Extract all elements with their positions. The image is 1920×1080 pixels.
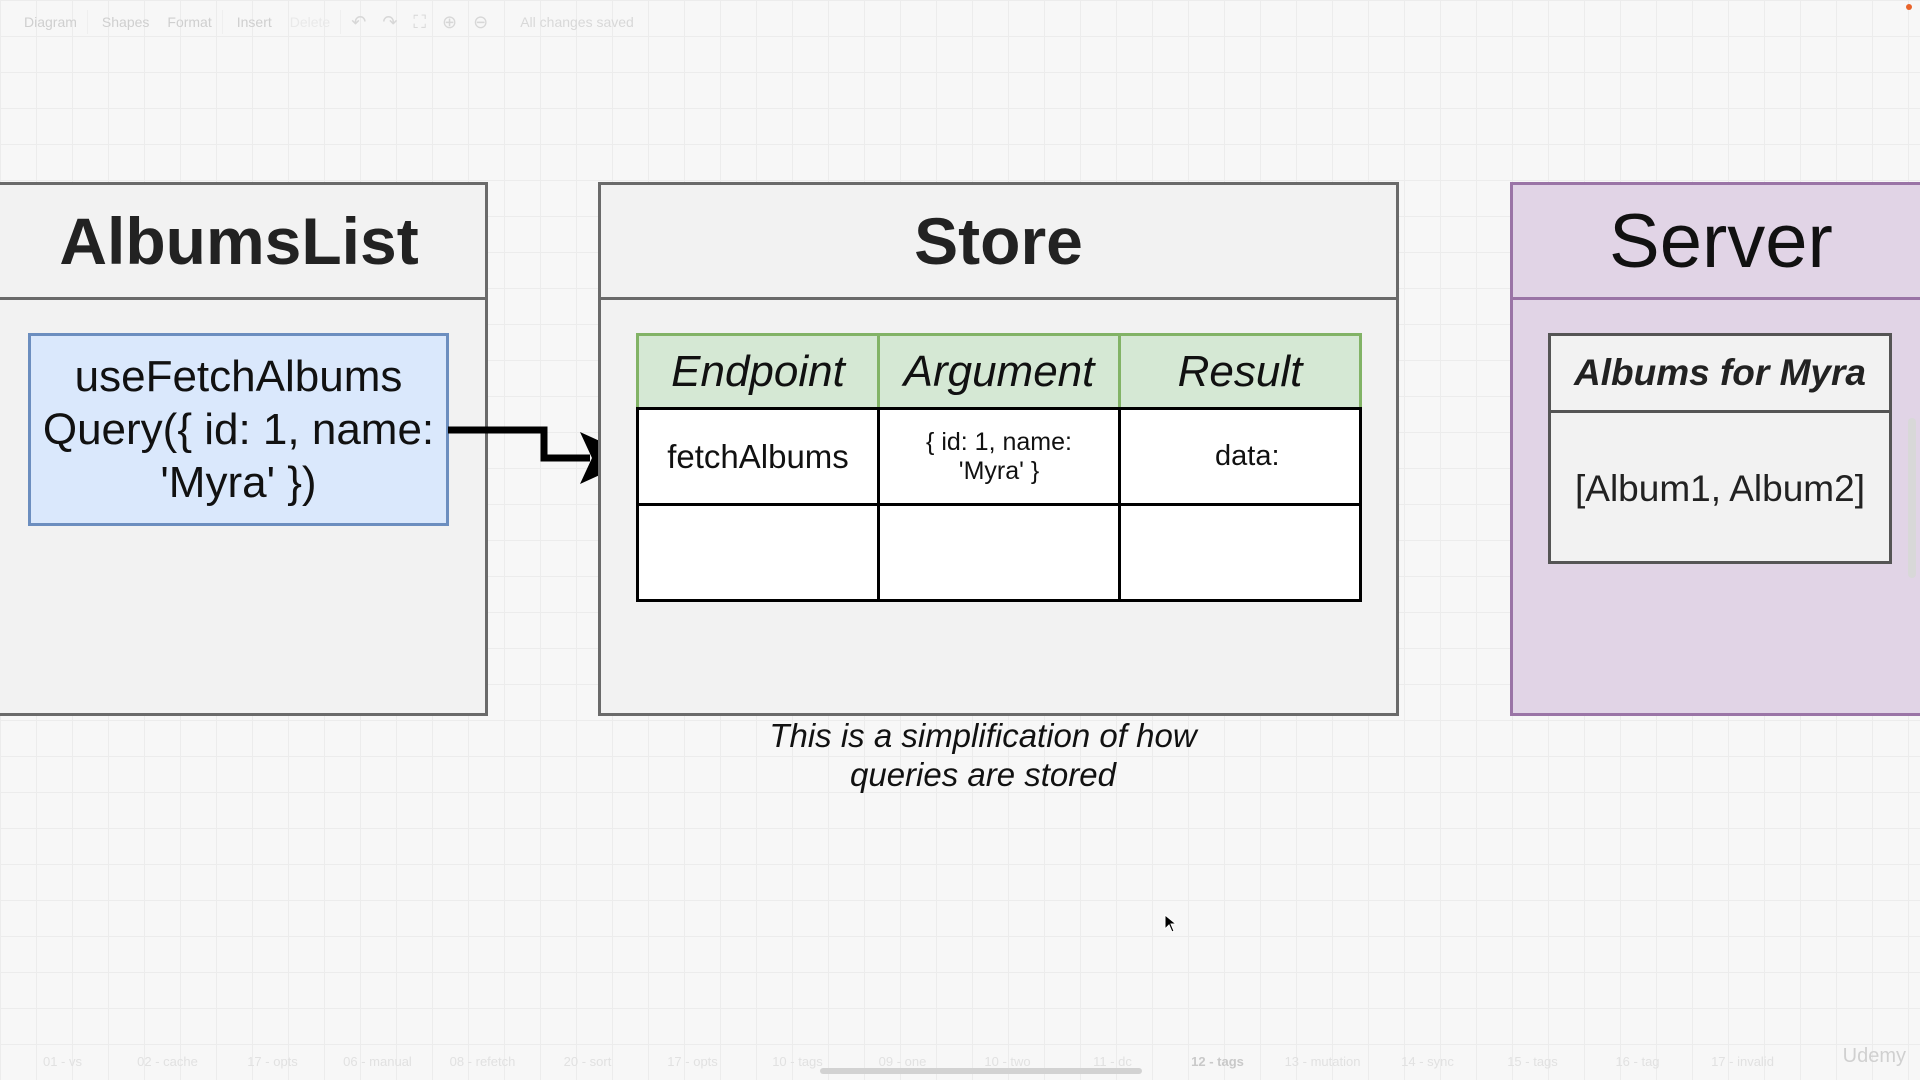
insert-button[interactable]: Insert [236,14,272,30]
page-tab[interactable]: 13 - mutation [1284,1053,1361,1069]
toolbar: Diagram Shapes Format Insert Delete ↶ ↷ … [0,0,1920,44]
hook-line-1: useFetchAlbums [74,352,403,401]
store-title: Store [601,185,1396,300]
toolbar-group-insert: Insert Delete [227,10,342,34]
argument-line-2: 'Myra' } [958,456,1040,485]
delete-button[interactable]: Delete [289,14,331,30]
diagram-menu-button[interactable]: Diagram [24,14,77,30]
header-endpoint: Endpoint [636,332,880,411]
horizontal-scrollbar[interactable] [820,1068,1142,1074]
page-tab[interactable]: 14 - sync [1401,1053,1454,1069]
page-tab[interactable]: 08 - refetch [449,1053,516,1069]
cell-endpoint[interactable]: fetchAlbums [636,407,880,507]
vertical-scrollbar[interactable] [1908,418,1916,578]
save-status: All changes saved [520,14,634,30]
page-tab[interactable]: 10 - two [984,1053,1031,1069]
page-tab[interactable]: 17 - opts [247,1053,298,1069]
redo-icon[interactable]: ↷ [382,11,398,32]
page-tab[interactable]: 10 - tags [772,1053,823,1069]
format-button[interactable]: Format [167,14,212,30]
shapes-button[interactable]: Shapes [101,14,150,30]
note-line-2: queries are stored [850,756,1116,793]
cell-argument[interactable] [877,503,1121,602]
header-result: Result [1118,332,1362,411]
header-argument: Argument [877,332,1121,411]
fullscreen-icon[interactable]: ⛶ [413,11,427,32]
hook-line-2: Query({ id: 1, name: [42,405,435,454]
hook-line-3: 'Myra' }) [160,458,317,507]
page-tab[interactable]: 09 - one [878,1053,927,1069]
simplification-note[interactable]: This is a simplification of how queries … [698,716,1268,794]
page-tab[interactable]: 17 - opts [667,1053,718,1069]
argument-line-1: { id: 1, name: [926,427,1072,456]
udemy-watermark: Udemy [1842,1045,1906,1067]
zoom-in-icon[interactable]: ⊕ [442,11,458,32]
albums-list-title: AlbumsList [0,185,485,300]
hook-text: useFetchAlbums Query({ id: 1, name: 'Myr… [43,350,434,509]
store-table[interactable]: Endpoint Argument Result fetchAlbums { i… [636,332,1362,602]
table-row [636,503,1362,602]
page-tab[interactable]: 17 - invalid [1711,1053,1774,1069]
connector-line [448,426,590,462]
table-row: fetchAlbums { id: 1, name: 'Myra' } data… [636,407,1362,507]
cell-result[interactable]: data: [1118,407,1362,507]
cell-result[interactable] [1118,503,1362,602]
cell-endpoint[interactable] [636,503,880,602]
page-tab[interactable]: 11 - dc [1093,1053,1132,1069]
server-box-header: Albums for Myra [1551,336,1889,413]
page-tab[interactable]: 15 - tags [1507,1053,1558,1069]
notification-dot [1906,4,1912,10]
server-albums-box[interactable]: Albums for Myra [Album1, Album2] [1548,333,1892,564]
page-tab-active[interactable]: 12 - tags [1191,1053,1244,1069]
note-line-1: This is a simplification of how [769,717,1197,754]
use-fetch-albums-query-box[interactable]: useFetchAlbums Query({ id: 1, name: 'Myr… [28,333,449,526]
page-tab[interactable]: 16 - tag [1615,1053,1660,1069]
page-tab[interactable]: 20 - sort [563,1053,612,1069]
toolbar-group-diagram: Diagram [14,10,88,34]
store-table-header-row: Endpoint Argument Result [636,332,1362,411]
zoom-out-icon[interactable]: ⊖ [473,11,489,32]
page-tab[interactable]: 06 - manual [343,1053,412,1069]
undo-icon[interactable]: ↶ [351,11,367,32]
page-tab[interactable]: 01 - vs [42,1053,82,1069]
cell-argument[interactable]: { id: 1, name: 'Myra' } [877,407,1121,507]
server-title: Server [1513,185,1920,300]
toolbar-group-format: Shapes Format [92,10,223,34]
server-box-value: [Album1, Album2] [1575,467,1865,509]
mouse-cursor-icon [1164,914,1178,933]
page-tabs: 01 - vs 02 - cache 17 - opts 06 - manual… [0,1050,1920,1072]
page-tab[interactable]: 02 - cache [137,1053,198,1069]
